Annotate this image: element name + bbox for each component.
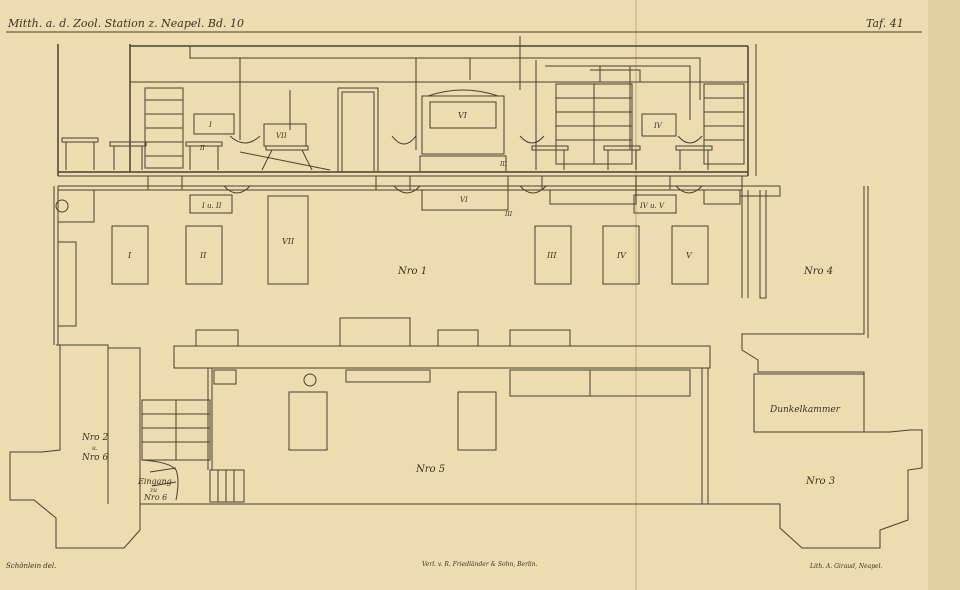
footer-lithographer: Lith. A. Giraud, Neapel. bbox=[809, 563, 883, 570]
room-label-2-and: u. bbox=[92, 445, 98, 452]
table-label-v: V bbox=[686, 251, 693, 260]
table-label-iv: IV bbox=[616, 251, 627, 260]
entrance-label-room: Nro 6 bbox=[143, 493, 167, 502]
box-label-vi-mark: III bbox=[504, 211, 513, 218]
section-label-iv: IV bbox=[653, 122, 663, 130]
section-label-i: I bbox=[208, 121, 212, 129]
darkroom-label: Dunkelkammer bbox=[769, 405, 841, 415]
entrance-label-to: zu bbox=[149, 487, 157, 494]
room-label-4: Nro 4 bbox=[803, 266, 833, 277]
section-label-ii: II bbox=[199, 145, 205, 152]
table-label-ii: II bbox=[199, 251, 207, 260]
entrance-label: Eingang bbox=[137, 477, 172, 486]
room-label-1: Nro 1 bbox=[397, 266, 427, 277]
section-label-vii: VII bbox=[276, 132, 287, 140]
room-label-2: Nro 2 bbox=[81, 433, 108, 443]
footer-publisher: Verl. v. R. Friedländer & Sohn, Berlin. bbox=[422, 561, 538, 568]
box-label-iv-u-v: IV u. V bbox=[639, 202, 665, 210]
table-label-vii: VII bbox=[282, 237, 295, 246]
room-label-6: Nro 6 bbox=[81, 453, 108, 463]
footer-draftsman: Schönlein del. bbox=[6, 562, 56, 570]
table-label-iii: III bbox=[546, 251, 557, 260]
box-label-vi: VI bbox=[460, 196, 468, 204]
journal-title: Mitth. a. d. Zool. Station z. Neapel. Bd… bbox=[7, 17, 244, 30]
section-labels: I II VII VI III IV bbox=[199, 111, 663, 168]
plan-walls bbox=[9, 176, 923, 549]
plate-number: Taf. 41 bbox=[866, 17, 904, 30]
room-label-5: Nro 5 bbox=[415, 464, 445, 475]
box-label-i-u-ii: I u. II bbox=[201, 202, 222, 210]
plan-labels: I II VII III IV V I u. II VI III IV u. V… bbox=[81, 196, 841, 502]
room-label-3: Nro 3 bbox=[805, 476, 835, 487]
paper-margin bbox=[928, 0, 960, 590]
table-label-i: I bbox=[127, 251, 132, 260]
section-label-iii: III bbox=[499, 161, 508, 168]
section-elevation bbox=[57, 36, 757, 177]
section-label-vi: VI bbox=[458, 111, 468, 120]
